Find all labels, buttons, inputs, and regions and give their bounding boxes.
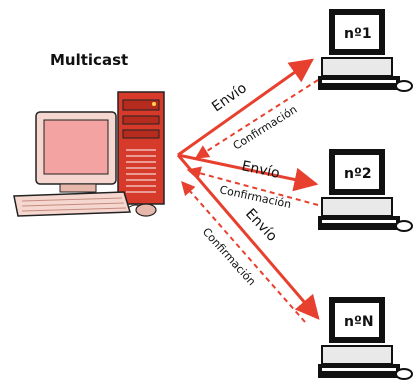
confirm-arrow-n: [181, 180, 306, 323]
send-arrow-1: [177, 58, 314, 157]
arrows: [176, 58, 320, 323]
sender-computer: [13, 91, 165, 217]
confirm-label-n: Confirmación: [200, 225, 258, 288]
receiver-1-badge: nº1: [344, 26, 372, 42]
send-arrow-2: [177, 153, 319, 192]
send-label-n: Envío: [242, 206, 280, 245]
diagram-title: Multicast: [50, 51, 128, 69]
receiver-computer-2: nº2: [318, 149, 413, 232]
confirm-arrow-1: [194, 79, 319, 159]
send-label-2: Envío: [240, 158, 281, 182]
receiver-n-badge: nºN: [344, 314, 374, 330]
send-arrow-n: [176, 154, 320, 320]
receiver-computer-1: nº1: [318, 9, 413, 92]
confirm-arrow-2: [186, 166, 319, 206]
receiver-2-badge: nº2: [344, 166, 372, 182]
receiver-computer-n: nºN: [318, 297, 413, 380]
